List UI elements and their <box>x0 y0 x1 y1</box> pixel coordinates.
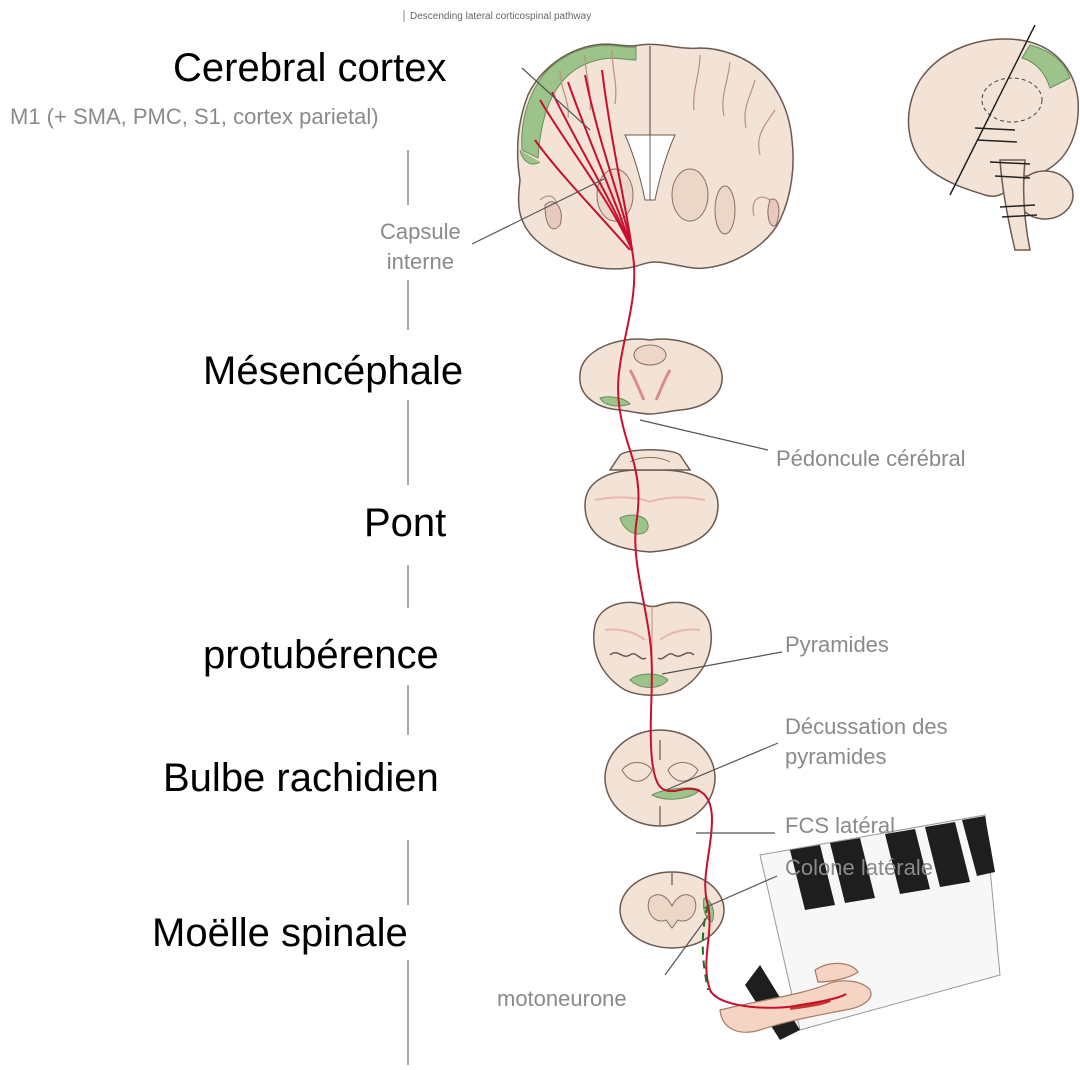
brain-inset-lateral-view <box>909 25 1079 250</box>
capsule-line-2: interne <box>380 247 461 277</box>
brain-coronal-section <box>518 44 793 269</box>
colone-laterale-label: Colone latérale <box>785 853 933 883</box>
pons-section <box>585 450 718 552</box>
decussation-label: Décussation des pyramides <box>785 712 948 771</box>
level-label-mesencephale: Mésencéphale <box>203 351 463 391</box>
capsule-interne-label: Capsule interne <box>380 217 461 276</box>
piano-hand-illustration <box>720 815 1000 1040</box>
motoneurone-label: motoneurone <box>497 984 627 1014</box>
level-label-pont: Pont <box>364 503 446 543</box>
midbrain-section <box>580 339 722 414</box>
figure-caption: Descending lateral corticospinal pathway <box>410 11 591 22</box>
level-label-moelle: Moëlle spinale <box>152 913 408 953</box>
level-label-protuberence: protubérence <box>203 635 439 675</box>
decussation-line-2: pyramides <box>785 742 948 772</box>
level-label-bulbe: Bulbe rachidien <box>163 758 439 798</box>
medulla-decussation-section <box>605 730 715 826</box>
decussation-line-1: Décussation des <box>785 712 948 742</box>
fcs-lateral-label: FCS latéral <box>785 811 895 841</box>
cortex-areas-label: M1 (+ SMA, PMC, S1, cortex parietal) <box>10 102 379 132</box>
pyramides-label: Pyramides <box>785 630 889 660</box>
level-label-cortex: Cerebral cortex <box>173 48 446 88</box>
pedoncule-label: Pédoncule cérébral <box>776 444 966 474</box>
capsule-line-1: Capsule <box>380 217 461 247</box>
